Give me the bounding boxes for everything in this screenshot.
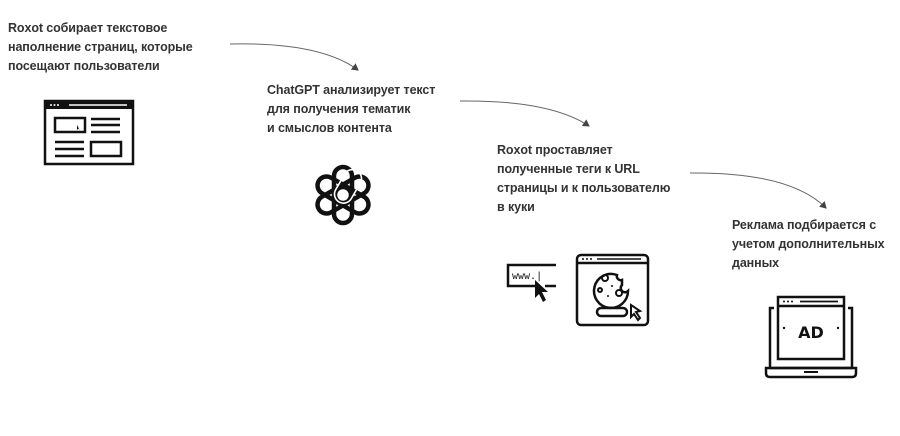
- step-1-line: посещают пользователи: [8, 59, 160, 73]
- step-3-text: Roxot проставляет полученные теги к URL …: [497, 141, 670, 217]
- step-2-line: для получения тематик: [267, 102, 411, 116]
- step-4-line: данных: [732, 256, 780, 270]
- step-3-line: Roxot проставляет: [497, 143, 613, 157]
- cookie-browser-icon: [575, 253, 650, 327]
- ad-label: AD: [798, 323, 824, 342]
- step-2-line: и смыслов контента: [267, 121, 392, 135]
- step-1-line: наполнение страниц, которые: [8, 40, 193, 54]
- step-3-line: полученные теги к URL: [497, 162, 640, 176]
- step-3-line: страницы и к пользователю: [497, 181, 671, 195]
- url-text: www.|: [512, 271, 542, 282]
- chatgpt-logo-icon: [315, 164, 371, 226]
- browser-window-icon: [43, 99, 135, 166]
- step-4-text: Реклама подбирается с учетом дополнитель…: [732, 216, 885, 273]
- step-4-line: Реклама подбирается с: [732, 218, 877, 232]
- arrow-step2-to-step3: [459, 100, 590, 127]
- arrow-step3-to-step4: [689, 172, 827, 209]
- laptop-ad-icon: AD: [764, 295, 858, 379]
- step-4-line: учетом дополнительных: [732, 237, 885, 251]
- step-3-line: в куки: [497, 200, 535, 214]
- step-1-text: Roxot собирает текстовое наполнение стра…: [8, 19, 193, 76]
- step-2-text: ChatGPT анализирует текст для получения …: [267, 81, 435, 138]
- step-2-line: ChatGPT анализирует текст: [267, 83, 436, 97]
- url-input-icon: www.|: [506, 263, 556, 302]
- step-1-line: Roxot собирает текстовое: [8, 21, 168, 35]
- arrow-step1-to-step2: [229, 43, 359, 71]
